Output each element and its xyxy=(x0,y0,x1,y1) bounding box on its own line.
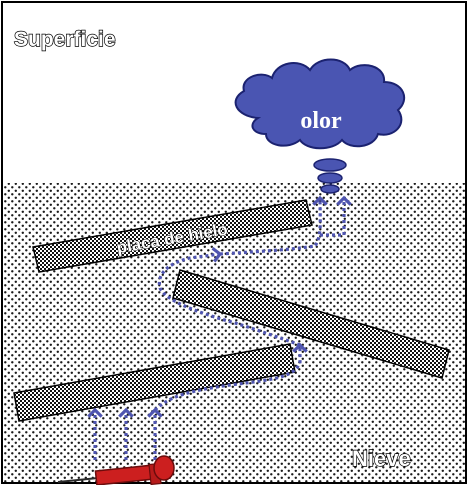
odor-cloud-icon xyxy=(234,58,406,194)
ice-layer-top xyxy=(32,199,313,273)
path-around-middle xyxy=(157,247,301,347)
odor-migration-path xyxy=(87,195,352,460)
path-up-right xyxy=(320,195,352,237)
surface-label: Superficie xyxy=(14,28,116,51)
path-bottom-to-middle xyxy=(153,342,308,412)
odor-label: olor xyxy=(300,108,342,134)
snow-label: Nieve xyxy=(352,446,411,471)
ice-layer-middle xyxy=(172,269,450,379)
syringe-icon xyxy=(57,455,175,485)
path-around-top xyxy=(219,195,328,256)
ice-layer-bottom xyxy=(13,343,296,422)
